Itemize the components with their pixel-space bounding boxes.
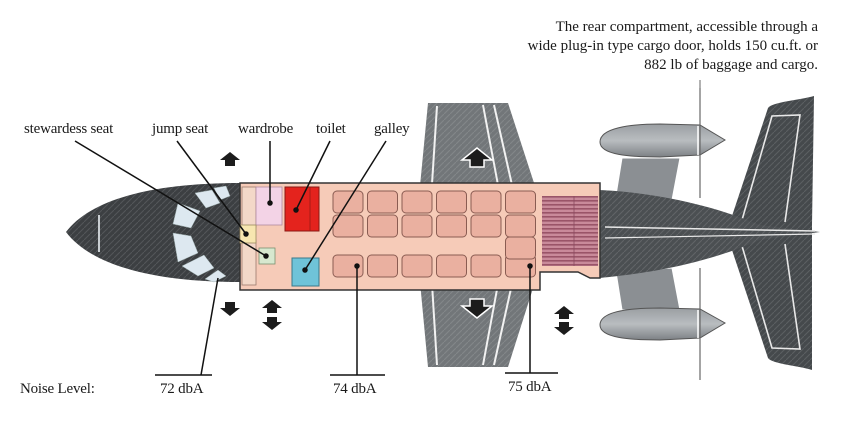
- seat-single: [470, 254, 502, 278]
- noise-reading-front: 72 dbA: [160, 381, 204, 397]
- label-stewardess-seat: stewardess seat: [24, 121, 114, 137]
- label-galley: galley: [374, 121, 410, 137]
- toilet: [284, 186, 320, 232]
- arrows: [220, 147, 574, 335]
- seat-single: [332, 254, 364, 278]
- nose-cone: [66, 183, 240, 282]
- arrow-up-icon: [459, 147, 495, 168]
- seat-double-right: [436, 214, 467, 238]
- seat-extra-rear: [505, 236, 536, 260]
- arrow-down-icon: [554, 322, 574, 335]
- arrow-down-icon: [459, 298, 495, 319]
- lower-engine-pod: [599, 307, 726, 341]
- seat-double-left: [401, 190, 433, 214]
- cargo-compartment-note: The rear compartment, accessible through…: [528, 18, 818, 75]
- seat-single: [367, 254, 398, 278]
- passenger-seats: [332, 190, 536, 278]
- seat-double-left: [505, 190, 536, 214]
- arrow-down-icon: [220, 302, 240, 316]
- note-line: The rear compartment, accessible through…: [555, 19, 818, 35]
- noise-reading-mid: 74 dbA: [333, 381, 377, 397]
- seat-single: [436, 254, 467, 278]
- noise-reading-rear: 75 dbA: [508, 379, 552, 395]
- label-jump-seat: jump seat: [152, 121, 209, 137]
- note-line: 882 lb of baggage and cargo.: [644, 57, 818, 73]
- seat-double-right: [470, 214, 502, 238]
- upper-wing: [420, 103, 535, 186]
- lower-wing: [420, 282, 535, 367]
- noise-level-label: Noise Level:: [20, 381, 95, 397]
- tail-cone: [600, 190, 820, 278]
- seat-single: [401, 254, 433, 278]
- leader-lines: [74, 80, 701, 376]
- label-toilet: toilet: [316, 121, 346, 137]
- arrow-up-icon: [262, 300, 282, 313]
- upper-engine-pod: [599, 123, 726, 158]
- arrow-up-icon: [554, 306, 574, 319]
- arrow-up-icon: [220, 152, 240, 166]
- note-line: wide plug-in type cargo door, holds 150 …: [527, 38, 818, 54]
- seat-double-left: [367, 190, 398, 214]
- seat-double-right: [367, 214, 398, 238]
- arrow-down-icon: [262, 317, 282, 330]
- seat-double-left: [436, 190, 467, 214]
- seat-double-right: [401, 214, 433, 238]
- cargo-compartment: [542, 196, 598, 266]
- wardrobe: [255, 186, 283, 226]
- label-wardrobe: wardrobe: [238, 121, 294, 137]
- seat-double-left: [470, 190, 502, 214]
- cockpit-windows: [172, 185, 231, 283]
- seat-double-right: [505, 214, 536, 238]
